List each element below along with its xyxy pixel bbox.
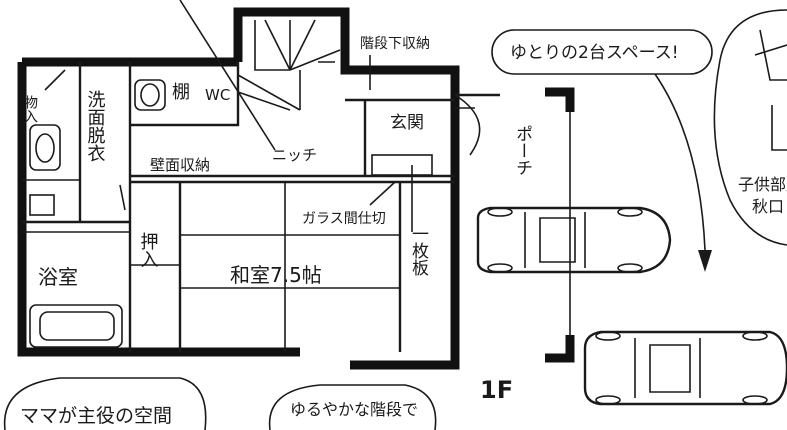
label-entrance: 玄関 <box>390 113 424 133</box>
label-shelf: 棚 <box>172 82 190 103</box>
label-oshiire: 押入 <box>138 232 159 268</box>
car-bottom <box>583 330 787 406</box>
entrance-counter <box>371 154 433 176</box>
car-top <box>476 206 672 274</box>
note-stairs: ゆるやかな階段で <box>290 400 418 419</box>
label-stair-storage: 階段下収納 <box>360 36 430 52</box>
sink-fixture <box>29 124 61 216</box>
interior-walls <box>22 62 455 352</box>
callout-mama <box>3 377 207 430</box>
callout-kids <box>713 9 787 246</box>
note-kids-room-2: 秋口 <box>752 197 784 216</box>
label-ichimai-ita: 一枚板 <box>408 225 429 276</box>
toilet-fixture <box>134 79 166 111</box>
label-washitsu: 和室7.5帖 <box>230 263 322 287</box>
label-bath: 浴室 <box>38 265 78 289</box>
label-wall-storage: 壁面収納 <box>150 156 210 174</box>
label-washroom: 洗面脱衣 <box>85 90 106 162</box>
note-mama-space: ママが主役の空間 <box>20 405 172 427</box>
label-glass-partition: ガラス間仕切 <box>302 211 386 227</box>
label-porch: ポーチ <box>512 125 532 176</box>
kids-room-sketch <box>754 29 787 151</box>
label-wc: WC <box>205 86 230 104</box>
outer-walls <box>17 7 460 370</box>
label-niche: ニッチ <box>272 146 317 164</box>
bathtub-fixture <box>29 304 123 348</box>
callout-parking <box>491 29 713 272</box>
leader-lines <box>44 0 413 232</box>
staircase <box>237 19 341 111</box>
porch-structure <box>454 87 575 363</box>
label-floor: 1F <box>480 376 513 404</box>
callout-stairs <box>268 384 437 430</box>
note-kids-room: 子供部屋 <box>738 175 787 194</box>
labels: 物入 洗面脱衣 棚 WC ニッチ 玄関 ポーチ 壁面収納 押入 和室7.5帖 浴… <box>20 36 787 427</box>
note-parking: ゆとりの2台スペース! <box>510 43 679 63</box>
label-storage-small: 物入 <box>22 95 38 123</box>
